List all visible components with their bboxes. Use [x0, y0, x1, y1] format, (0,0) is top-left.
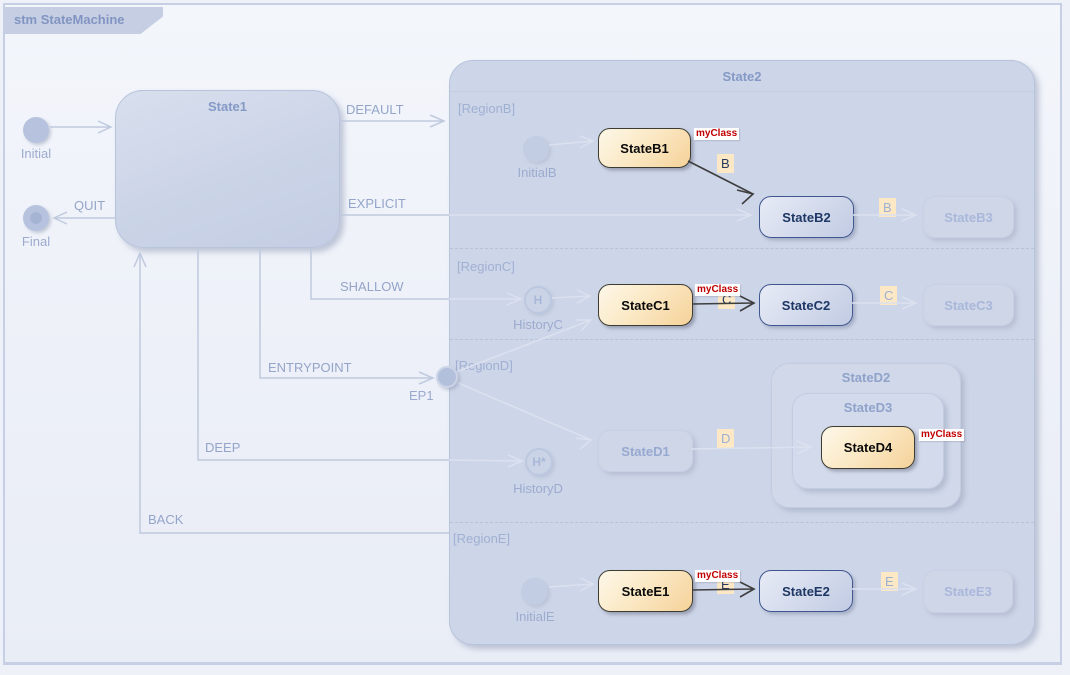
stateE3-shape[interactable]: StateE3 [923, 570, 1013, 613]
historyC-node[interactable]: H [524, 286, 552, 314]
historyD-glyph: H* [532, 455, 546, 469]
region-separator-de [450, 522, 1034, 523]
transition-label-explicit: EXPLICIT [348, 196, 406, 211]
state2-shape[interactable]: State2 [RegionB] [RegionC] [RegionD] [Re… [449, 60, 1035, 645]
stateB2-title: StateB2 [782, 209, 831, 225]
stateC1-title: StateC1 [621, 297, 670, 313]
transition-label-shallow: SHALLOW [340, 279, 404, 294]
initialE-label: InitialE [515, 609, 555, 624]
stateE1-stereotype: myClass [695, 570, 741, 582]
stateB1-shape[interactable]: StateB1 myClass [598, 128, 740, 168]
stateE3-title: StateE3 [944, 584, 992, 599]
state2-title: State2 [722, 69, 762, 84]
region-e-label: [RegionE] [453, 531, 511, 546]
region-b-label: [RegionB] [458, 101, 516, 116]
final-node[interactable] [23, 205, 49, 231]
initial-node-label: Initial [20, 146, 52, 161]
ep1-node[interactable] [436, 366, 458, 388]
trigger-b-dark: B [717, 154, 734, 173]
stateD1-title: StateD1 [621, 443, 670, 459]
stateD2-title: StateD2 [841, 370, 891, 385]
trigger-e-faded: E [881, 572, 898, 591]
stateD4-title: StateD4 [843, 440, 893, 455]
transition-label-default: DEFAULT [346, 102, 404, 117]
stateE2-title: StateE2 [782, 583, 830, 599]
region-separator-bc [450, 248, 1034, 249]
ep1-label: EP1 [409, 388, 434, 403]
final-node-inner-dot [30, 212, 42, 224]
stateD4-shape[interactable]: StateD4 myClass [821, 426, 965, 469]
state1-title: State1 [207, 99, 248, 114]
state1-shape[interactable]: State1 [115, 90, 340, 248]
frame-tab: stm StateMachine [3, 7, 163, 34]
initial-node[interactable] [23, 117, 49, 143]
trigger-c-faded: C [880, 286, 898, 305]
stateC2-title: StateC2 [781, 297, 831, 313]
frame-tab-label: stm StateMachine [14, 12, 125, 27]
transition-label-entrypoint: ENTRYPOINT [268, 360, 352, 375]
stateD3-title: StateD3 [843, 400, 893, 415]
stateD2-shape[interactable]: StateD2 StateD3 StateD4 myClass [771, 363, 965, 508]
initialB-node[interactable] [523, 136, 549, 162]
stateD4-stereotype: myClass [919, 429, 965, 441]
region-separator-cd [450, 339, 1034, 340]
stateE1-title: StateE1 [621, 583, 670, 599]
stateE1-shape[interactable]: StateE1 myClass [598, 570, 741, 612]
stateB1-title: StateB1 [620, 140, 669, 156]
region-d-label: [RegionD] [455, 358, 513, 373]
initialB-label: InitialB [517, 165, 557, 180]
state2-title-divider [450, 91, 1034, 92]
stateB3-title: StateB3 [944, 209, 993, 225]
final-node-label: Final [21, 234, 51, 249]
region-c-label: [RegionC] [457, 259, 515, 274]
stateC2-shape[interactable]: StateC2 [759, 284, 853, 326]
stateB1-stereotype: myClass [694, 128, 740, 140]
trigger-b-faded: B [879, 198, 896, 217]
stateC3-title: StateC3 [944, 297, 993, 313]
stateC1-shape[interactable]: StateC1 myClass [598, 284, 741, 326]
initialE-node[interactable] [521, 578, 548, 605]
historyC-label: HistoryC [513, 317, 563, 332]
stateC3-shape[interactable]: StateC3 [923, 284, 1014, 326]
stateD1-shape[interactable]: StateD1 [598, 430, 693, 472]
stateE2-shape[interactable]: StateE2 [759, 570, 853, 612]
historyD-node[interactable]: H* [525, 448, 553, 476]
stateC1-stereotype: myClass [695, 284, 741, 296]
historyC-glyph: H [533, 293, 543, 307]
transition-label-back: BACK [148, 512, 184, 527]
stateB2-shape[interactable]: StateB2 [759, 196, 854, 238]
transition-label-quit: QUIT [74, 198, 106, 213]
trigger-d: D [717, 429, 735, 448]
stateD3-shape[interactable]: StateD3 StateD4 myClass [792, 393, 965, 489]
historyD-label: HistoryD [513, 481, 563, 496]
transition-label-deep: DEEP [205, 440, 241, 455]
stateB3-shape[interactable]: StateB3 [923, 196, 1014, 238]
